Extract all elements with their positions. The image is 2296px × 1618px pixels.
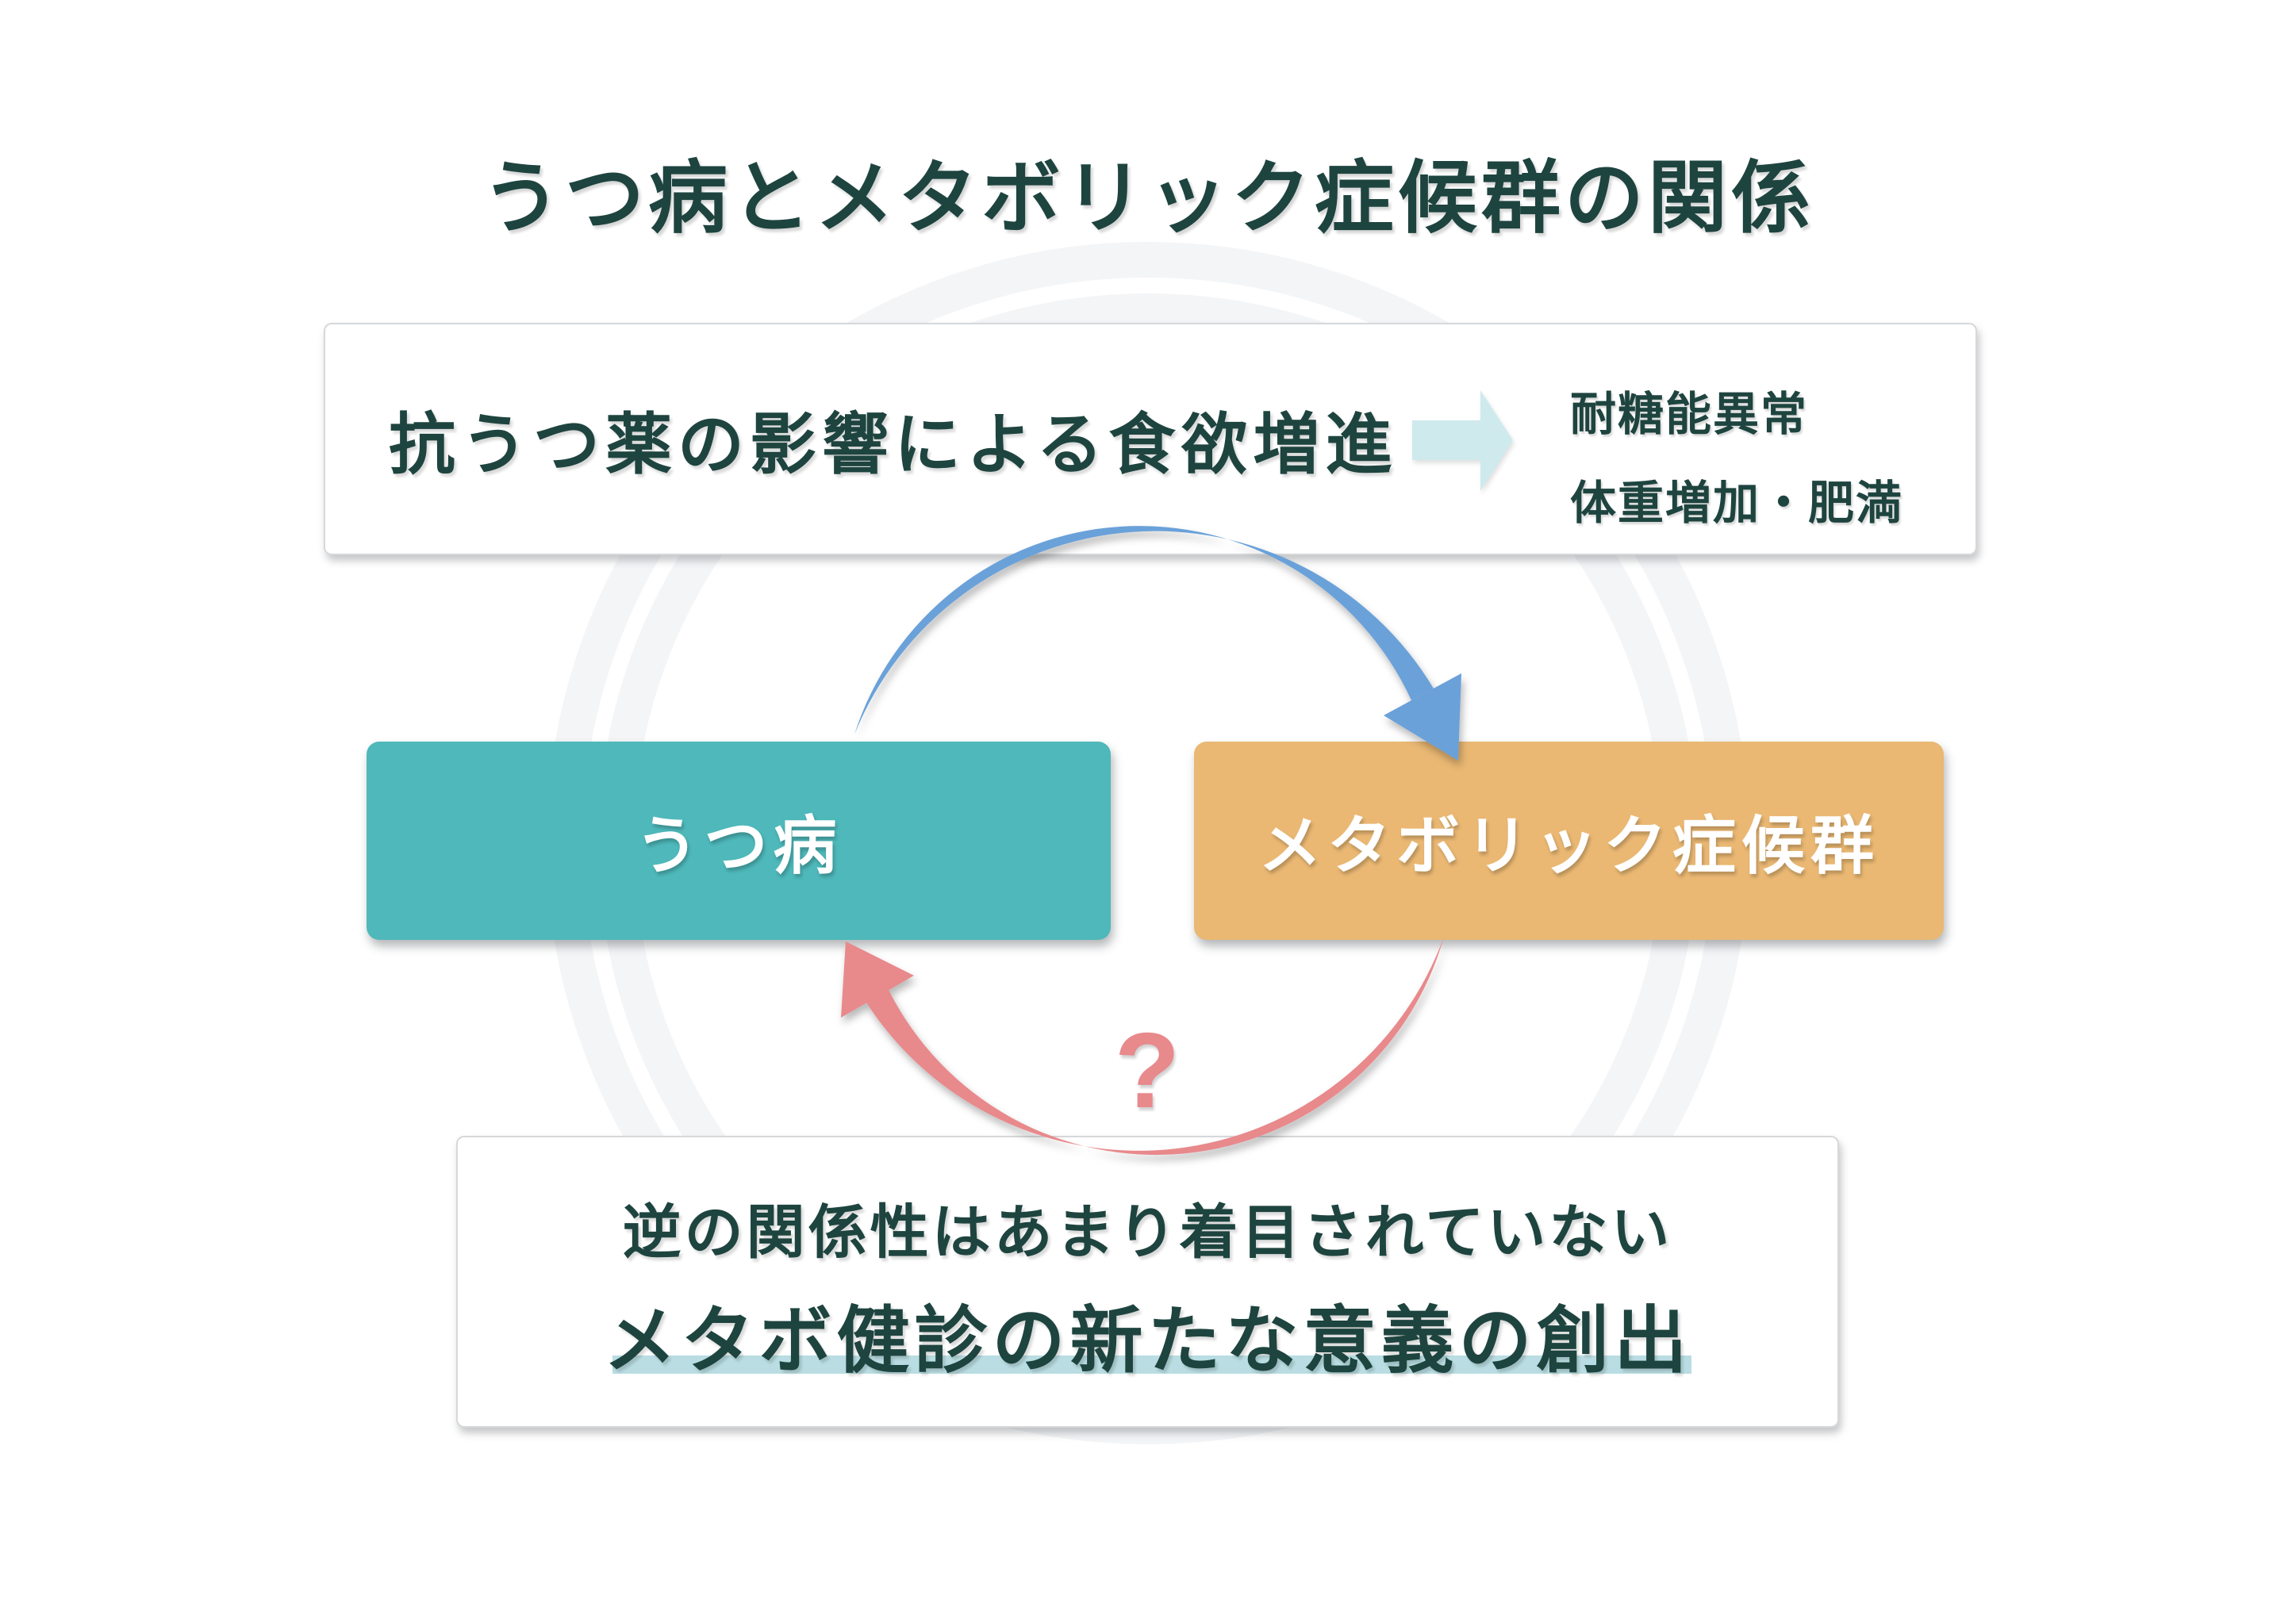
- node-depression: うつ病: [367, 742, 1111, 940]
- page-title: うつ病とメタボリック症候群の関係: [482, 154, 1814, 243]
- highlight-underline: [612, 1355, 1691, 1374]
- cause-text: 抗うつ薬の影響による食欲増進: [389, 407, 1398, 481]
- node-metabolic-syndrome: メタボリック症候群: [1194, 742, 1944, 940]
- effect-line-glucose: 耐糖能異常: [1570, 389, 1809, 440]
- right-arrow-icon: [1412, 390, 1513, 491]
- insight-line-1: 逆の関係性はあまり着目されていない: [622, 1199, 1673, 1265]
- cause-effect-card: 抗うつ薬の影響による食欲増進 耐糖能異常 体重増加・肥満: [324, 323, 1977, 555]
- question-mark: ?: [1114, 1010, 1181, 1130]
- node-metabolic-syndrome-label: メタボリック症候群: [1258, 811, 1879, 881]
- insight-card: 逆の関係性はあまり着目されていない メタボ健診の新たな意義の創出: [456, 1136, 1839, 1428]
- effects-list: 耐糖能異常 体重増加・肥満: [1570, 366, 1903, 543]
- insight-line-2: メタボ健診の新たな意義の創出: [603, 1301, 1692, 1382]
- effect-line-weight: 体重増加・肥満: [1570, 477, 1904, 529]
- node-depression-label: うつ病: [635, 811, 843, 881]
